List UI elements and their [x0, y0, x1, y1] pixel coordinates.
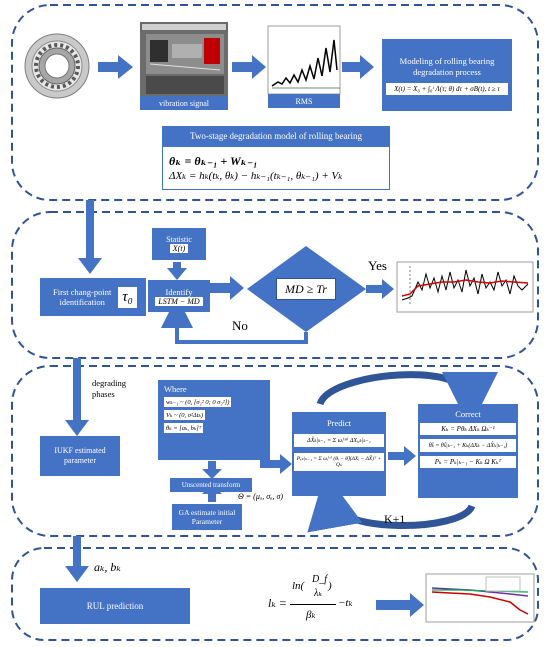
correct-eq1: Kₖ = Pθₖ ΔXₖ Ωₖ⁻¹ — [420, 423, 516, 435]
arrow-rig-to-rms — [232, 55, 266, 79]
rul-den: βₖ — [306, 609, 316, 621]
cycle-arrow-top — [316, 371, 498, 428]
where-theta: θₖ = [aₖ, bₖ]ᵀ — [164, 423, 204, 433]
rul-prediction-box: RUL prediction — [40, 588, 190, 624]
arrow-ga-to-unscented — [202, 484, 222, 502]
rms-plot — [267, 25, 341, 95]
bearing-icon — [24, 33, 90, 99]
first-change-point-box: First chang-point identification τ₀ — [40, 278, 146, 316]
stage4-container — [11, 547, 539, 641]
vibration-signal-caption: vibration signal — [140, 96, 228, 110]
decision-formula: MD ≥ Tr — [285, 281, 327, 296]
where-v-noise: Vₖ ~ (0, σ²Δtₖ) — [164, 410, 206, 420]
arrow-rul-to-plot — [376, 593, 424, 617]
arrow-unscented-to-predict — [260, 454, 292, 474]
modeling-title: Modeling of rolling bearing degradation … — [399, 55, 495, 77]
two-stage-title: Two-stage degradation model of rolling b… — [162, 126, 390, 146]
cycle-arrow-bottom — [307, 472, 476, 533]
identify-box: Identify LSTM − MD — [148, 280, 210, 312]
arrow-stage3-to-stage4 — [65, 536, 89, 582]
no-label: No — [232, 318, 248, 333]
no-feedback-path — [161, 296, 308, 344]
identify-label: Identify — [165, 286, 193, 297]
arrow-identify-to-decision — [210, 276, 244, 300]
rul-fraction-bar — [290, 604, 336, 605]
stage2-container — [11, 211, 539, 359]
change-point-signal-plot — [396, 261, 534, 313]
correct-box: Correct Kₖ = Pθₖ ΔXₖ Ωₖ⁻¹ θ̂ₖ = θ̂ₖ|ₖ₋₁ … — [418, 404, 518, 498]
observation-equation: ΔXₖ = hₖ(tₖ, θₖ) − hₖ₋₁(tₖ₋₁, θₖ₋₁) + Vₖ — [169, 170, 343, 182]
theta-formula: Θ = (μₐ, σₐ, σ) — [238, 492, 284, 501]
ab-label: aₖ, bₖ — [94, 560, 121, 574]
rul-num-top: D_f — [312, 574, 327, 585]
rul-lk: lₖ = — [268, 596, 287, 610]
rul-minus: −tₖ — [338, 597, 353, 609]
identify-formula: LSTM − MD — [155, 296, 203, 306]
unscented-transform-box: Unscented transform — [170, 478, 252, 492]
arrow-stage1-to-stage2 — [78, 200, 102, 274]
where-w-noise: wₖ₋₁ ~ (0, [σ₁² 0; 0 σ₂²]) — [164, 397, 232, 407]
where-label: Where — [164, 384, 187, 394]
yes-label: Yes — [368, 258, 387, 273]
test-rig-photo — [140, 22, 228, 96]
modeling-formula: X(t) = X₀ + ∫₀ᵗ Λ(τ; θ) dτ + σB(t), t ≥ … — [386, 82, 508, 95]
ga-box: GA estimate initial Parameter — [172, 504, 242, 530]
arrow-predict-to-correct — [388, 446, 416, 466]
first-change-point-label: First chang-point identification — [53, 287, 112, 307]
correct-eq2: θ̂ₖ = θ̂ₖ|ₖ₋₁ + Kₖ(ΔXₖ − ΔX̂ₖ|ₖ₋₁) — [420, 439, 516, 452]
predict-label: Predict — [326, 418, 352, 428]
rms-caption: RMS — [268, 94, 340, 108]
decision-box: MD ≥ Tr — [276, 278, 336, 300]
arrow-bearing-to-rig — [98, 55, 133, 79]
rul-ln: ln( — [292, 580, 305, 592]
correct-label: Correct — [455, 409, 481, 419]
stage3-container — [11, 365, 539, 537]
modeling-box: Modeling of rolling bearing degradation … — [382, 39, 512, 111]
two-stage-equations: θₖ = θₖ₋₁ + Wₖ₋₁ ΔXₖ = hₖ(tₖ, θₖ) − hₖ₋₁… — [162, 146, 390, 190]
arrow-yes — [366, 279, 394, 299]
tau0-symbol: τ₀ — [118, 286, 137, 308]
loop-label: K+1 — [384, 512, 406, 526]
rul-ln-close: ) — [328, 580, 332, 592]
statistic-label: Statistic — [166, 235, 192, 244]
arrow-where-to-unscented — [202, 461, 222, 479]
degrading-phases-label: degrading phases — [92, 378, 126, 399]
arrow-statistic-to-identify — [167, 262, 187, 280]
iukf-box: IUKF estimated parameter — [40, 436, 120, 476]
stage1-container — [11, 4, 539, 201]
rul-num-bot: λₖ — [314, 588, 322, 599]
statistic-box: Statistic X(t) — [152, 228, 206, 260]
arrow-stage2-to-stage3 — [65, 358, 89, 436]
predict-eq2: Pₓₖ|ₖ₋₁ = Σ ωᵢ⁽ᶜ⁾ (θᵢ − θ̂)(ΔXᵢ − ΔX̂)ᵀ … — [294, 453, 384, 471]
where-box: Where wₖ₋₁ ~ (0, [σ₁² 0; 0 σ₂²]) Vₖ ~ (0… — [158, 380, 270, 460]
correct-eq3: Pₖ = Pₖ|ₖ₋₁ − Kₖ Ω Kₖᵀ — [420, 456, 516, 468]
rul-formula: lₖ = ln( D_f λₖ ) βₖ −tₖ — [268, 574, 368, 630]
predict-eq1: ΔX̂ₖ|ₖ₋₁ = Σ ωᵢ⁽ᵐ⁾ ΔXᵢ,ₖ|ₖ₋₁ — [294, 434, 384, 447]
arrow-rms-to-model — [342, 55, 374, 79]
predict-box: Predict ΔX̂ₖ|ₖ₋₁ = Σ ωᵢ⁽ᵐ⁾ ΔXᵢ,ₖ|ₖ₋₁ Pₓₖ… — [292, 412, 386, 496]
state-equation: θₖ = θₖ₋₁ + Wₖ₋₁ — [169, 154, 258, 168]
statistic-formula: X(t) — [169, 244, 189, 253]
rul-result-plot — [425, 573, 535, 623]
